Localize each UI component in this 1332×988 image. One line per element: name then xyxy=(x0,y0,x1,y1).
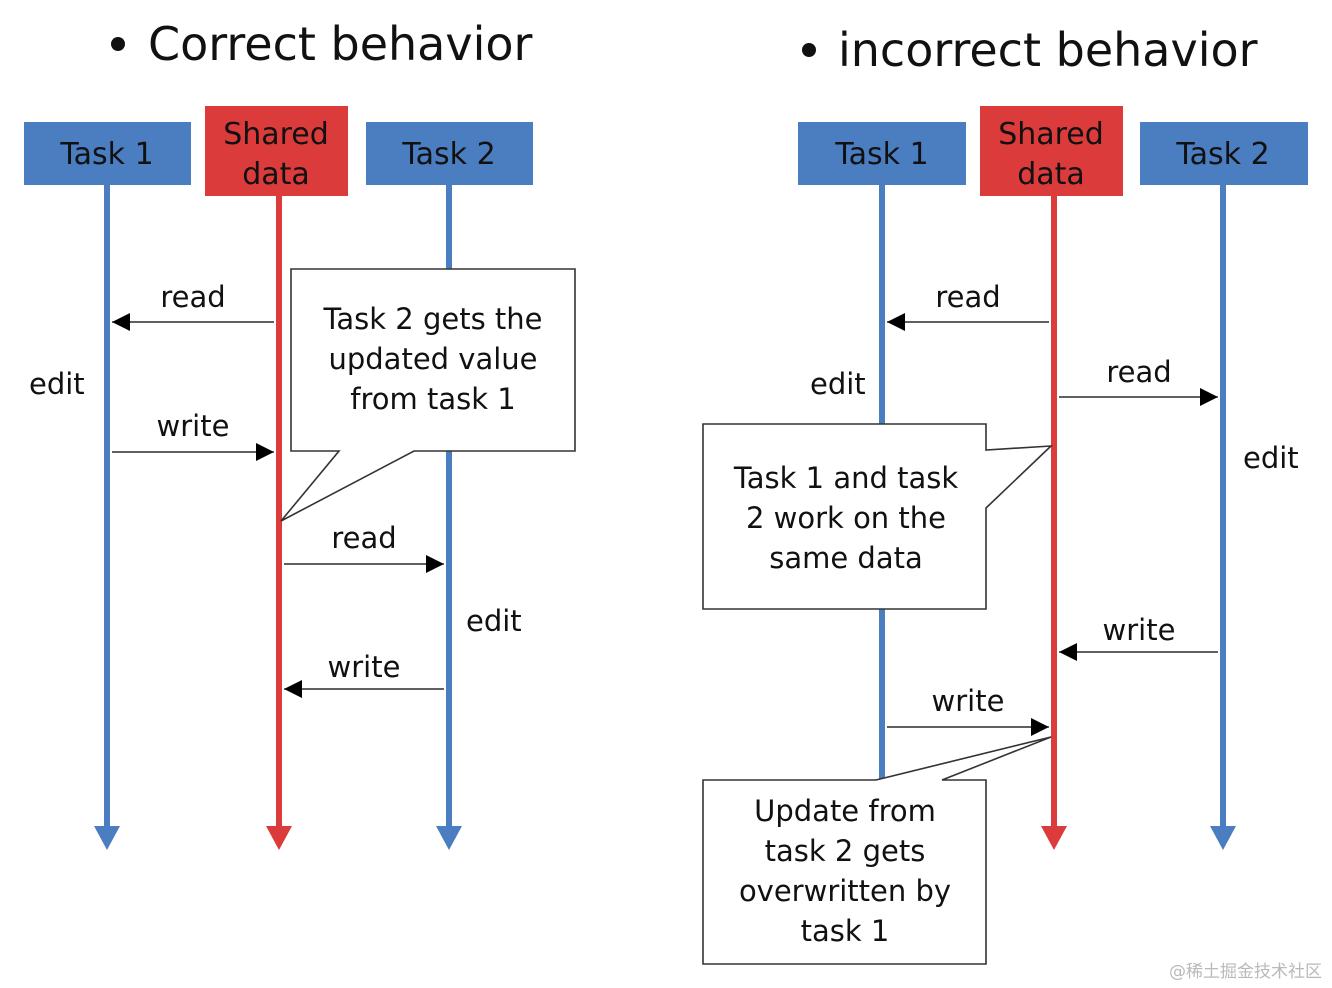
left-shared-lifeline xyxy=(266,194,292,850)
left-callout xyxy=(280,268,576,522)
right-callout-bottom-line4: task 1 xyxy=(801,914,890,948)
left-task1-header xyxy=(24,122,191,185)
right-task2-header-label: Task 2 xyxy=(1175,137,1269,172)
left-task1-lifeline xyxy=(94,184,120,850)
left-title-bullet xyxy=(111,37,125,51)
right-panel: incorrect behavior Task 1 Shared data Ta… xyxy=(702,23,1308,965)
left-write1-label: write xyxy=(157,409,230,443)
left-task2-header-label: Task 2 xyxy=(401,137,495,172)
right-callout-bottom-line3: overwritten by xyxy=(739,874,951,908)
right-callout-top-line1: Task 1 and task xyxy=(733,461,959,495)
left-task1-header-label: Task 1 xyxy=(59,137,153,172)
left-edit2-label: edit xyxy=(466,604,522,638)
right-write1-label: write xyxy=(932,684,1005,718)
right-callout-bottom xyxy=(702,736,1052,965)
left-shared-header-label-line1: Shared xyxy=(223,117,329,152)
left-read1-label: read xyxy=(160,280,225,314)
right-task2-header xyxy=(1140,122,1308,185)
left-read2-label: read xyxy=(331,521,396,555)
right-shared-lifeline xyxy=(1041,194,1067,850)
left-callout-line3: from task 1 xyxy=(350,382,515,416)
right-title: incorrect behavior xyxy=(838,23,1258,77)
left-edit1-label: edit xyxy=(29,367,85,401)
right-shared-header-label-line2: data xyxy=(1017,157,1085,192)
left-task2-header xyxy=(366,122,533,185)
left-callout-line2: updated value xyxy=(328,342,537,376)
right-edit2-label: edit xyxy=(1243,441,1299,475)
right-write2-label: write xyxy=(1103,613,1176,647)
right-title-bullet xyxy=(802,43,816,57)
right-task1-header xyxy=(798,122,966,185)
right-callout-top xyxy=(702,423,1054,610)
right-edit1-label: edit xyxy=(810,367,866,401)
left-callout-line1: Task 2 gets the xyxy=(322,302,542,336)
left-shared-header-label-line2: data xyxy=(242,157,310,192)
right-callout-top-line3: same data xyxy=(769,541,923,575)
right-read1-label: read xyxy=(935,280,1000,314)
left-write2-label: write xyxy=(328,650,401,684)
right-shared-header xyxy=(980,106,1123,196)
right-callout-top-line2: 2 work on the xyxy=(746,501,946,535)
right-shared-header-label-line1: Shared xyxy=(998,117,1104,152)
right-callout-bottom-line2: task 2 gets xyxy=(765,834,926,868)
right-callout-bottom-line1: Update from xyxy=(754,794,936,828)
left-panel: Correct behavior Task 1 Shared data Task… xyxy=(24,17,576,850)
right-read2-label: read xyxy=(1106,355,1171,389)
left-shared-header xyxy=(205,106,348,196)
left-title: Correct behavior xyxy=(148,17,533,71)
right-task1-header-label: Task 1 xyxy=(834,137,928,172)
watermark: @稀土掘金技术社区 xyxy=(1169,962,1322,982)
right-task2-lifeline xyxy=(1210,184,1236,850)
